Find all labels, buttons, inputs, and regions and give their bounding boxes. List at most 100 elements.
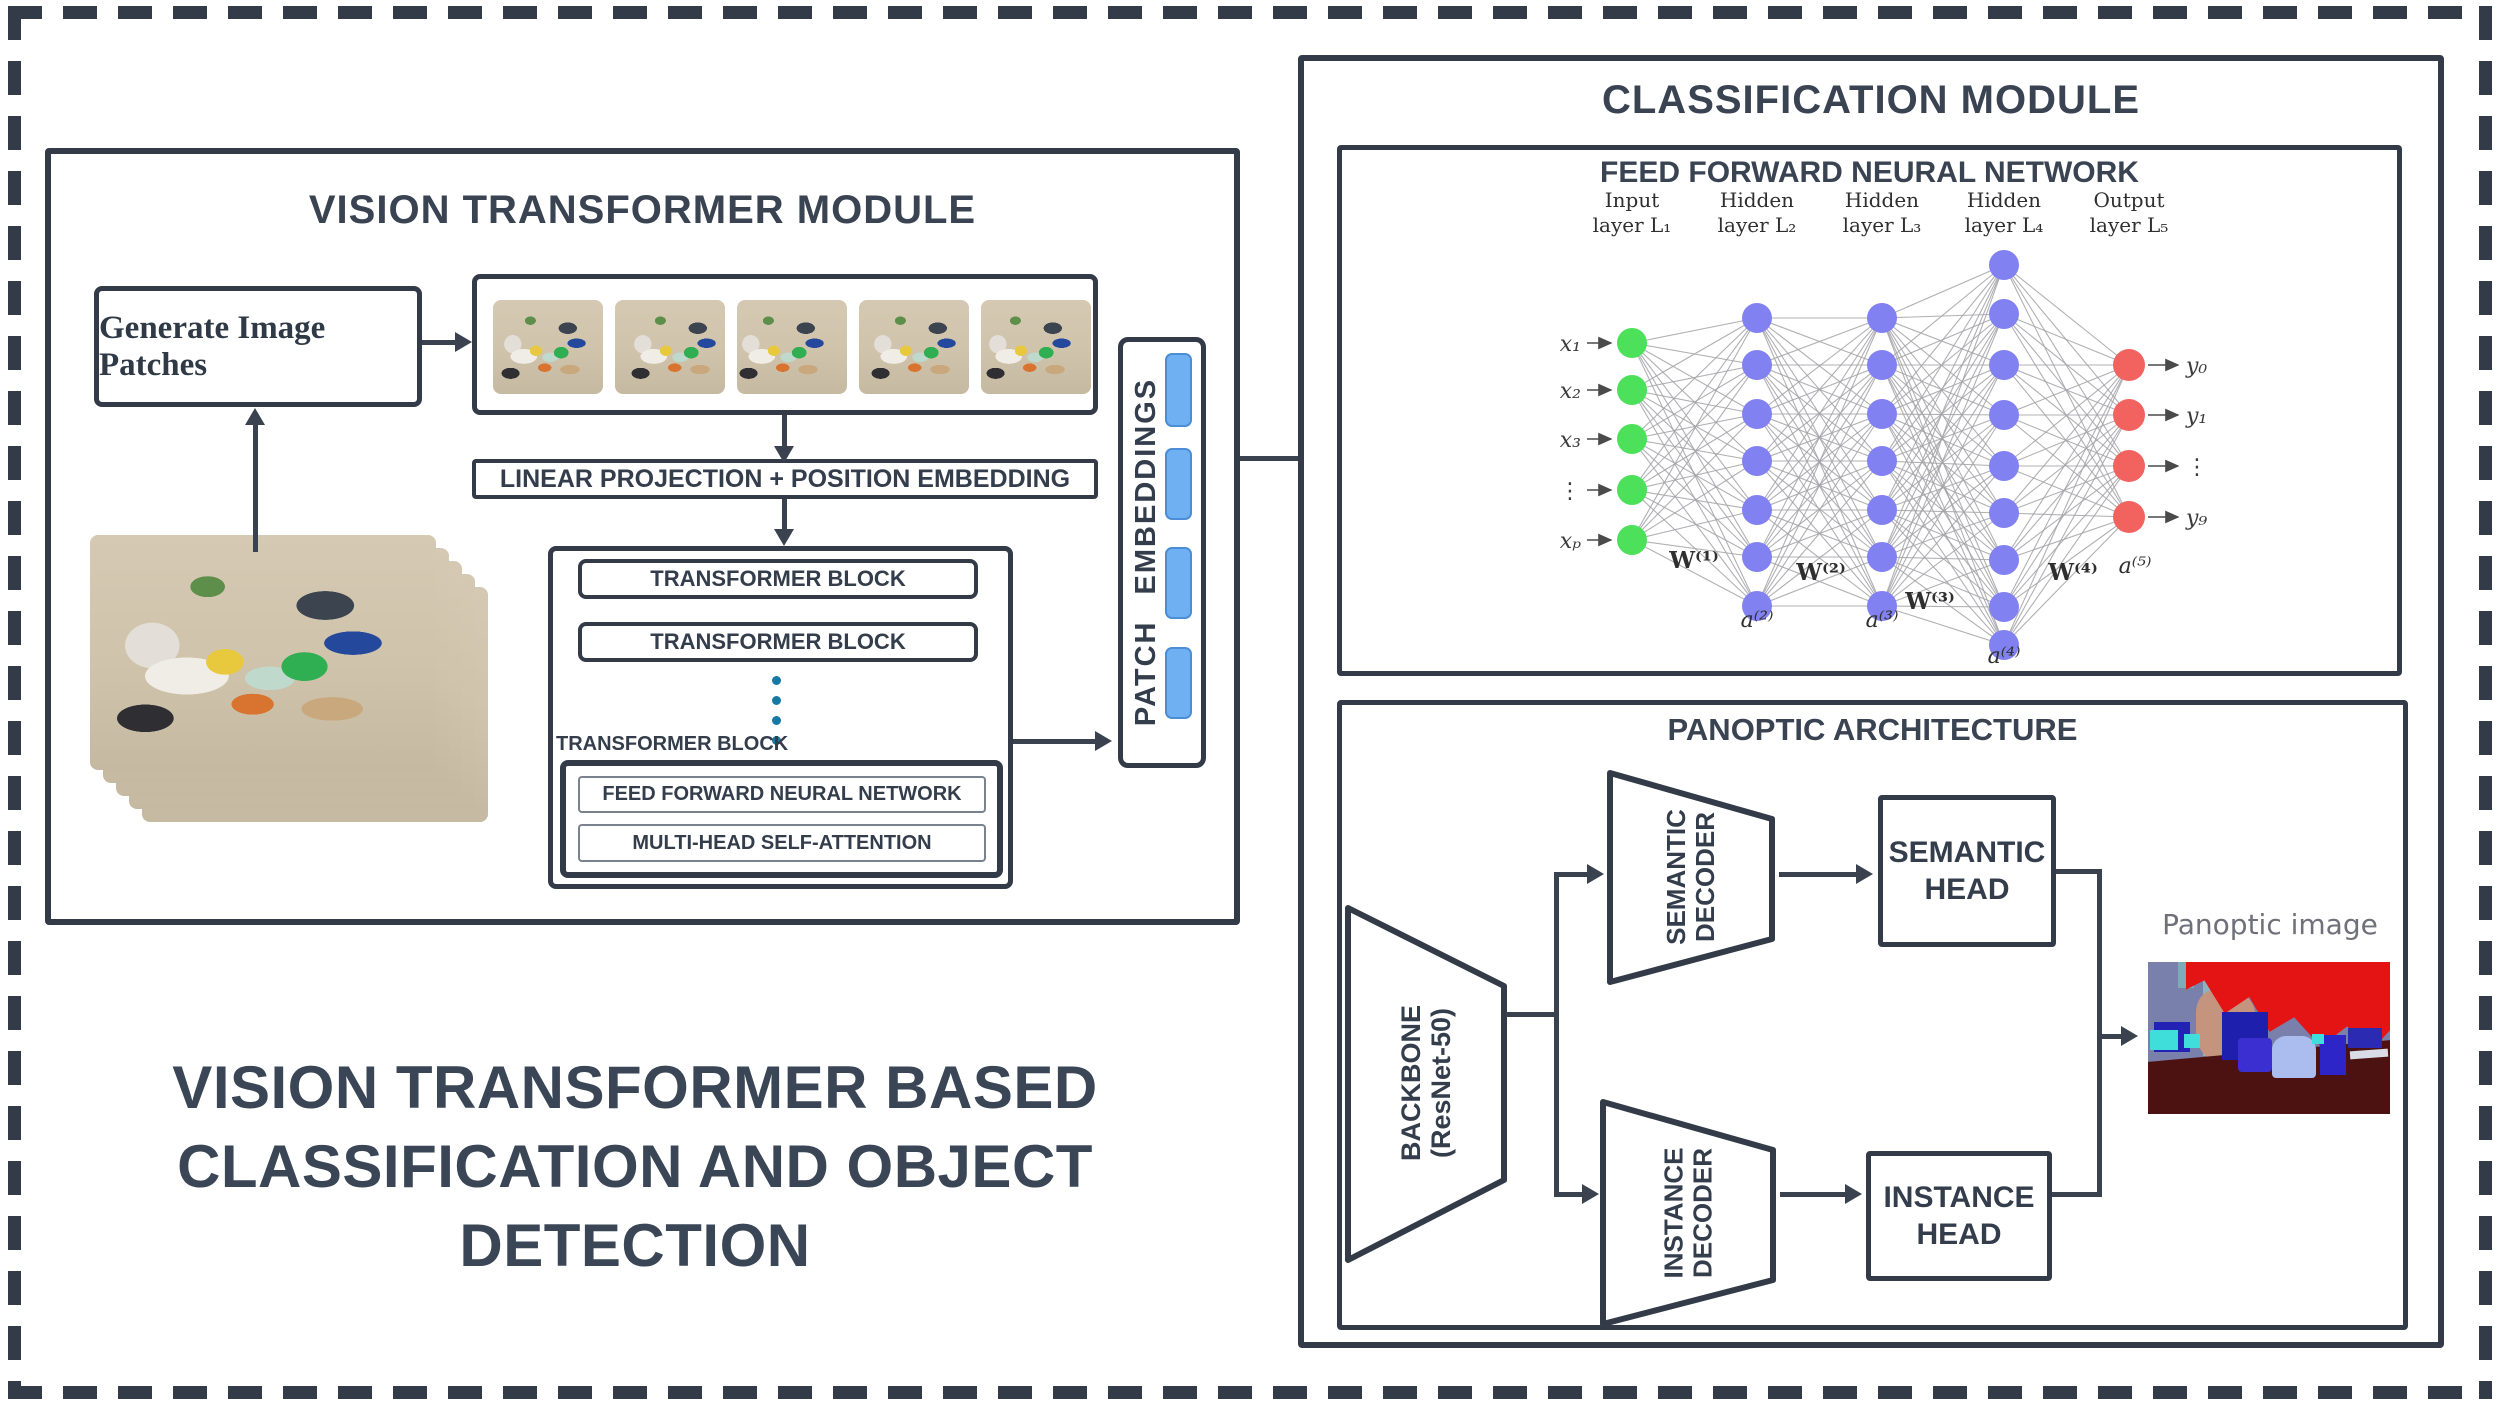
main-title: VISION TRANSFORMER BASED CLASSIFICATION … bbox=[85, 1048, 1185, 1286]
instance-head-line1: INSTANCE bbox=[1883, 1180, 2035, 1214]
ellipsis-dot-2 bbox=[772, 696, 781, 705]
svg-text:W⁽³⁾: W⁽³⁾ bbox=[1904, 588, 1955, 615]
connector-semhead-out bbox=[2056, 869, 2102, 874]
transformer-block-1: TRANSFORMER BLOCK bbox=[578, 559, 978, 599]
backbone-label: BACKBONE (ResNet-50) bbox=[1388, 918, 1464, 1248]
linear-projection-box: LINEAR PROJECTION + POSITION EMBEDDING bbox=[472, 459, 1098, 499]
svg-text:x₃: x₃ bbox=[1560, 428, 1581, 453]
generate-image-patches-box: Generate Image Patches bbox=[94, 286, 422, 407]
ffn-label: FEED FORWARD NEURAL NETWORK bbox=[602, 783, 962, 805]
panoptic-segment-cyan-left bbox=[2150, 1030, 2178, 1050]
image-patch-1 bbox=[493, 300, 603, 394]
svg-text:y₀: y₀ bbox=[2185, 354, 2207, 379]
svg-text:a⁽³⁾: a⁽³⁾ bbox=[1866, 608, 1899, 633]
connector-semdec-to-semhead bbox=[1779, 872, 1860, 877]
arrowhead-generate-to-patches bbox=[455, 332, 472, 352]
arrowhead-patches-to-linear bbox=[774, 446, 794, 463]
generate-image-patches-label: Generate Image Patches bbox=[99, 309, 326, 383]
backbone-label-line2: (ResNet-50) bbox=[1426, 1007, 1456, 1159]
patch-embeddings-label: PATCH EMBEDDINGS bbox=[1129, 377, 1162, 727]
connector-branch-vertical bbox=[1554, 872, 1559, 1197]
dashed-border-right bbox=[2479, 6, 2492, 1399]
semantic-head-line2: HEAD bbox=[1924, 873, 2010, 906]
semantic-decoder-trapezoid bbox=[1607, 770, 1775, 985]
instance-head-line2: HEAD bbox=[1916, 1218, 2002, 1251]
connector-merge-to-image bbox=[2099, 1034, 2125, 1039]
dashed-border-left bbox=[8, 6, 21, 1399]
svg-text:a⁽⁴⁾: a⁽⁴⁾ bbox=[1988, 644, 2021, 669]
svg-text:x₁: x₁ bbox=[1560, 332, 1581, 357]
instance-decoder-line1: INSTANCE bbox=[1658, 1147, 1689, 1279]
transformer-block-floating-label: TRANSFORMER BLOCK bbox=[556, 733, 789, 755]
svg-text:y₉: y₉ bbox=[2185, 506, 2207, 531]
backbone-label-line1: BACKBONE bbox=[1395, 1005, 1426, 1162]
panoptic-segment-structure-right bbox=[2348, 1028, 2382, 1048]
instance-decoder-label: INSTANCE DECODER bbox=[1654, 1116, 1724, 1311]
arrow-patches-to-linear bbox=[782, 415, 787, 449]
semantic-decoder-line2: DECODER bbox=[1690, 812, 1720, 943]
arrowhead-transformer-to-embeddings bbox=[1095, 731, 1112, 751]
image-patch-3 bbox=[737, 300, 847, 394]
arrowhead-linear-to-transformer bbox=[774, 529, 794, 546]
panoptic-segment-cyan-right bbox=[2312, 1034, 2324, 1044]
panoptic-segment-car bbox=[2272, 1036, 2316, 1078]
svg-text:a⁽⁵⁾: a⁽⁵⁾ bbox=[2119, 554, 2152, 579]
connector-to-instance-decoder bbox=[1554, 1192, 1586, 1197]
svg-text:W⁽¹⁾: W⁽¹⁾ bbox=[1668, 547, 1719, 574]
mhsa-label: MULTI-HEAD SELF-ATTENTION bbox=[632, 831, 932, 854]
stack-layer-1 bbox=[90, 535, 436, 770]
svg-text:⋮: ⋮ bbox=[1559, 479, 1581, 504]
arrowhead-to-semantic-decoder bbox=[1587, 864, 1604, 884]
ellipsis-dot-4 bbox=[772, 736, 781, 745]
image-patch-5 bbox=[981, 300, 1091, 394]
ffn-box: FEED FORWARD NEURAL NETWORK bbox=[578, 776, 986, 813]
transformer-block-2-label: TRANSFORMER BLOCK bbox=[650, 629, 906, 654]
svg-text:a⁽²⁾: a⁽²⁾ bbox=[1741, 608, 1774, 633]
ellipsis-dot-1 bbox=[772, 676, 781, 685]
main-title-line2: CLASSIFICATION AND OBJECT bbox=[177, 1133, 1093, 1201]
arrow-vt-to-classification bbox=[1240, 456, 1314, 461]
image-patch-4 bbox=[859, 300, 969, 394]
backbone-trapezoid bbox=[1345, 905, 1507, 1263]
instance-head-box: INSTANCE HEAD bbox=[1866, 1151, 2052, 1281]
embedding-token-3 bbox=[1165, 547, 1192, 619]
arrowhead-to-instance-decoder bbox=[1582, 1184, 1599, 1204]
dashed-border-bottom bbox=[8, 1386, 2492, 1399]
classification-module-title: CLASSIFICATION MODULE bbox=[1601, 78, 2140, 122]
arrowhead-semdec-to-semhead bbox=[1856, 864, 1873, 884]
embedding-token-2 bbox=[1165, 448, 1192, 520]
linear-projection-label: LINEAR PROJECTION + POSITION EMBEDDING bbox=[499, 464, 1071, 493]
arrow-stack-to-generate bbox=[253, 424, 258, 552]
panoptic-image bbox=[2148, 962, 2390, 1114]
svg-text:W⁽⁴⁾: W⁽⁴⁾ bbox=[2047, 559, 2098, 586]
connector-to-semantic-decoder bbox=[1554, 872, 1590, 877]
semantic-decoder-label: SEMANTIC DECODER bbox=[1656, 787, 1726, 967]
image-patches-strip bbox=[472, 274, 1098, 415]
ffnn-title: FEED FORWARD NEURAL NETWORK bbox=[1600, 156, 2139, 189]
semantic-decoder-line1: SEMANTIC bbox=[1660, 809, 1691, 945]
panoptic-segment-cyan-mid bbox=[2184, 1034, 2200, 1048]
image-patch-2 bbox=[615, 300, 725, 394]
panoptic-image-caption: Panoptic image bbox=[2162, 908, 2378, 941]
connector-insthead-out bbox=[2052, 1192, 2102, 1197]
connector-instdec-to-insthead bbox=[1780, 1192, 1850, 1197]
instance-decoder-trapezoid bbox=[1600, 1099, 1776, 1327]
arrow-linear-to-transformer bbox=[782, 499, 787, 531]
mhsa-box: MULTI-HEAD SELF-ATTENTION bbox=[578, 824, 986, 862]
arrowhead-stack-to-generate bbox=[245, 408, 265, 425]
embedding-token-1 bbox=[1165, 353, 1192, 427]
embedding-token-4 bbox=[1165, 647, 1192, 719]
panoptic-title: PANOPTIC ARCHITECTURE bbox=[1667, 712, 2078, 747]
dashed-border-top bbox=[8, 6, 2492, 19]
connector-backbone-out bbox=[1506, 1012, 1558, 1017]
svg-text:⋮: ⋮ bbox=[2186, 455, 2208, 480]
semantic-head-box: SEMANTIC HEAD bbox=[1878, 795, 2056, 947]
vt-module-title: VISION TRANSFORMER MODULE bbox=[308, 188, 977, 232]
ellipsis-dot-3 bbox=[772, 716, 781, 725]
